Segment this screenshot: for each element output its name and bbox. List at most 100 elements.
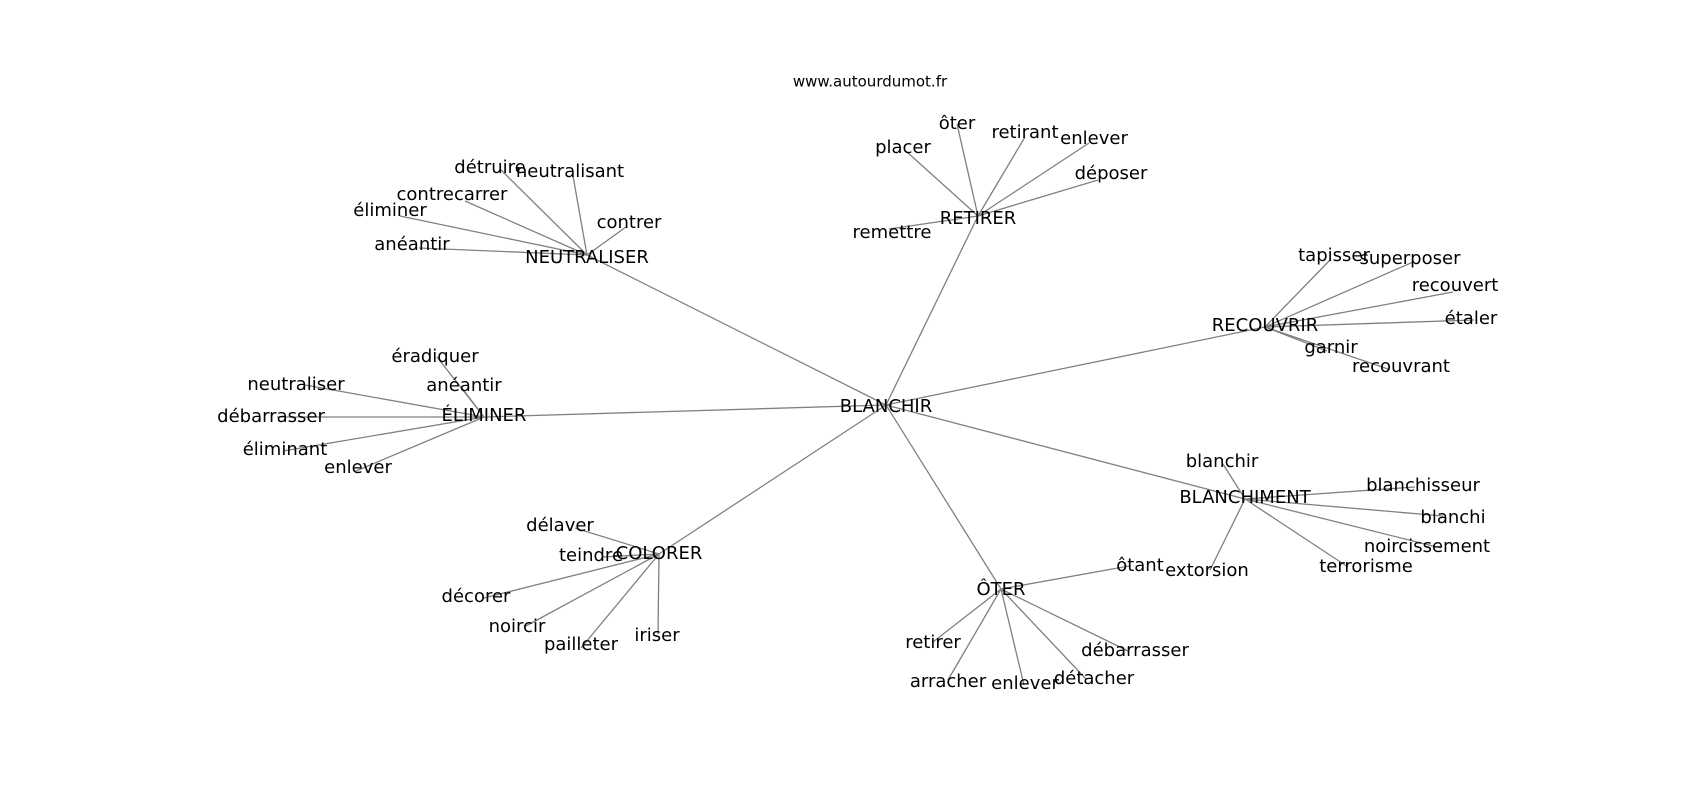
leaf-node-label: retirant — [991, 122, 1058, 143]
edge-hub-leaf — [282, 416, 485, 452]
edge-center-hub — [586, 254, 887, 406]
graph-edges — [277, 123, 1475, 686]
edge-center-hub — [885, 215, 979, 406]
edge-hub-leaf — [461, 387, 485, 418]
leaf-node-label: étaler — [1445, 308, 1498, 329]
edge-hub-leaf — [1244, 498, 1349, 568]
leaf-node-label: neutraliser — [247, 374, 345, 395]
edge-hub-leaf — [1244, 498, 1444, 517]
leaf-node-label: délaver — [526, 515, 594, 536]
edge-hub-leaf — [1244, 498, 1442, 549]
leaf-node-label: enlever — [991, 673, 1059, 694]
leaf-node-label: blanchir — [1186, 451, 1259, 472]
edge-hub-leaf — [355, 416, 485, 472]
edge-center-hub — [885, 404, 1002, 590]
leaf-node-label: anéantir — [374, 234, 450, 255]
leaf-node-label: tapisser — [1298, 245, 1370, 266]
edge-hub-leaf — [464, 200, 588, 256]
edge-hub-leaf — [1000, 565, 1130, 590]
leaf-node-label: superposer — [1360, 248, 1462, 269]
leaf-node-label: détacher — [1054, 668, 1135, 689]
edge-hub-leaf — [574, 527, 660, 555]
edge-hub-leaf — [977, 142, 1090, 217]
leaf-node-label: terrorisme — [1319, 556, 1413, 577]
center-node-label: BLANCHIR — [840, 396, 933, 417]
edge-hub-leaf — [499, 168, 588, 256]
edge-hub-leaf — [1000, 588, 1129, 652]
leaf-node-label: recouvrant — [1352, 356, 1450, 377]
leaf-node-label: blanchisseur — [1366, 475, 1480, 496]
edge-hub-leaf — [483, 553, 660, 599]
edge-hub-leaf — [1244, 486, 1416, 500]
hub-node-label: ÉLIMINER — [442, 404, 527, 426]
hub-node-label: BLANCHIMENT — [1179, 487, 1311, 508]
leaf-node-label: arracher — [910, 671, 987, 692]
leaf-node-label: décorer — [442, 586, 511, 607]
edge-center-hub — [658, 404, 887, 555]
edge-hub-leaf — [1000, 588, 1087, 680]
edge-hub-leaf — [888, 215, 979, 230]
edge-center-hub — [885, 404, 1246, 500]
edge-hub-leaf — [906, 151, 979, 217]
edge-hub-leaf — [947, 588, 1002, 681]
site-url-label: www.autourdumot.fr — [793, 73, 948, 91]
leaf-node-label: débarrasser — [1081, 640, 1189, 661]
edge-hub-leaf — [304, 384, 485, 418]
edge-hub-leaf — [523, 553, 660, 628]
edge-hub-leaf — [1222, 463, 1246, 500]
leaf-node-label: éliminer — [353, 200, 427, 221]
hub-node-label: NEUTRALISER — [525, 247, 649, 268]
edge-center-hub — [483, 404, 887, 418]
leaf-node-label: neutralisant — [516, 161, 624, 182]
edge-hub-leaf — [572, 175, 588, 256]
edge-hub-leaf — [1264, 326, 1389, 370]
edge-hub-leaf — [977, 136, 1026, 217]
leaf-node-label: retirer — [905, 632, 961, 653]
edge-hub-leaf — [932, 588, 1002, 643]
edge-hub-leaf — [1264, 261, 1414, 328]
leaf-node-label: ôter — [939, 113, 976, 134]
leaf-node-label: déposer — [1075, 163, 1148, 184]
hub-node-label: COLORER — [616, 543, 703, 564]
edge-hub-leaf — [1264, 319, 1475, 328]
leaf-node-label: ôtant — [1116, 555, 1164, 576]
edge-center-hub — [885, 326, 1266, 406]
leaf-node-label: éradiquer — [391, 346, 479, 367]
leaf-node-label: iriser — [634, 625, 680, 646]
edge-hub-leaf — [399, 215, 588, 256]
edge-hub-leaf — [1264, 258, 1332, 328]
edge-hub-leaf — [580, 553, 660, 649]
leaf-node-label: noircissement — [1364, 536, 1490, 557]
leaf-node-label: débarrasser — [217, 406, 325, 427]
leaf-node-label: placer — [875, 137, 931, 158]
leaf-node-label: contrer — [597, 212, 662, 233]
leaf-node-label: enlever — [324, 457, 392, 478]
edge-hub-leaf — [657, 553, 660, 635]
edge-hub-leaf — [418, 247, 588, 256]
leaf-node-label: contrecarrer — [397, 184, 509, 205]
hub-node-label: RETIRER — [940, 208, 1017, 229]
leaf-node-label: garnir — [1304, 337, 1358, 358]
leaf-node-label: recouvert — [1412, 275, 1499, 296]
leaf-node-label: extorsion — [1165, 560, 1249, 581]
leaf-node-label: remettre — [853, 222, 932, 243]
leaf-node-label: enlever — [1060, 128, 1128, 149]
hub-node-label: ÔTER — [976, 578, 1025, 600]
leaf-node-label: blanchi — [1420, 507, 1485, 528]
edge-hub-leaf — [1264, 291, 1454, 328]
leaf-node-label: noircir — [489, 616, 546, 637]
edge-hub-leaf — [956, 123, 979, 217]
edge-hub-leaf — [1000, 588, 1025, 686]
leaf-node-label: éliminant — [243, 439, 328, 460]
edge-hub-leaf — [601, 553, 660, 558]
leaf-node-label: détruire — [454, 157, 525, 178]
edge-hub-leaf — [1209, 498, 1246, 571]
leaf-node-label: teindre — [559, 545, 623, 566]
edge-hub-leaf — [586, 226, 627, 256]
hub-node-label: RECOUVRIR — [1212, 315, 1318, 336]
edge-hub-leaf — [977, 179, 1099, 217]
leaf-node-label: pailleter — [544, 634, 619, 655]
leaf-node-label: anéantir — [426, 375, 502, 396]
